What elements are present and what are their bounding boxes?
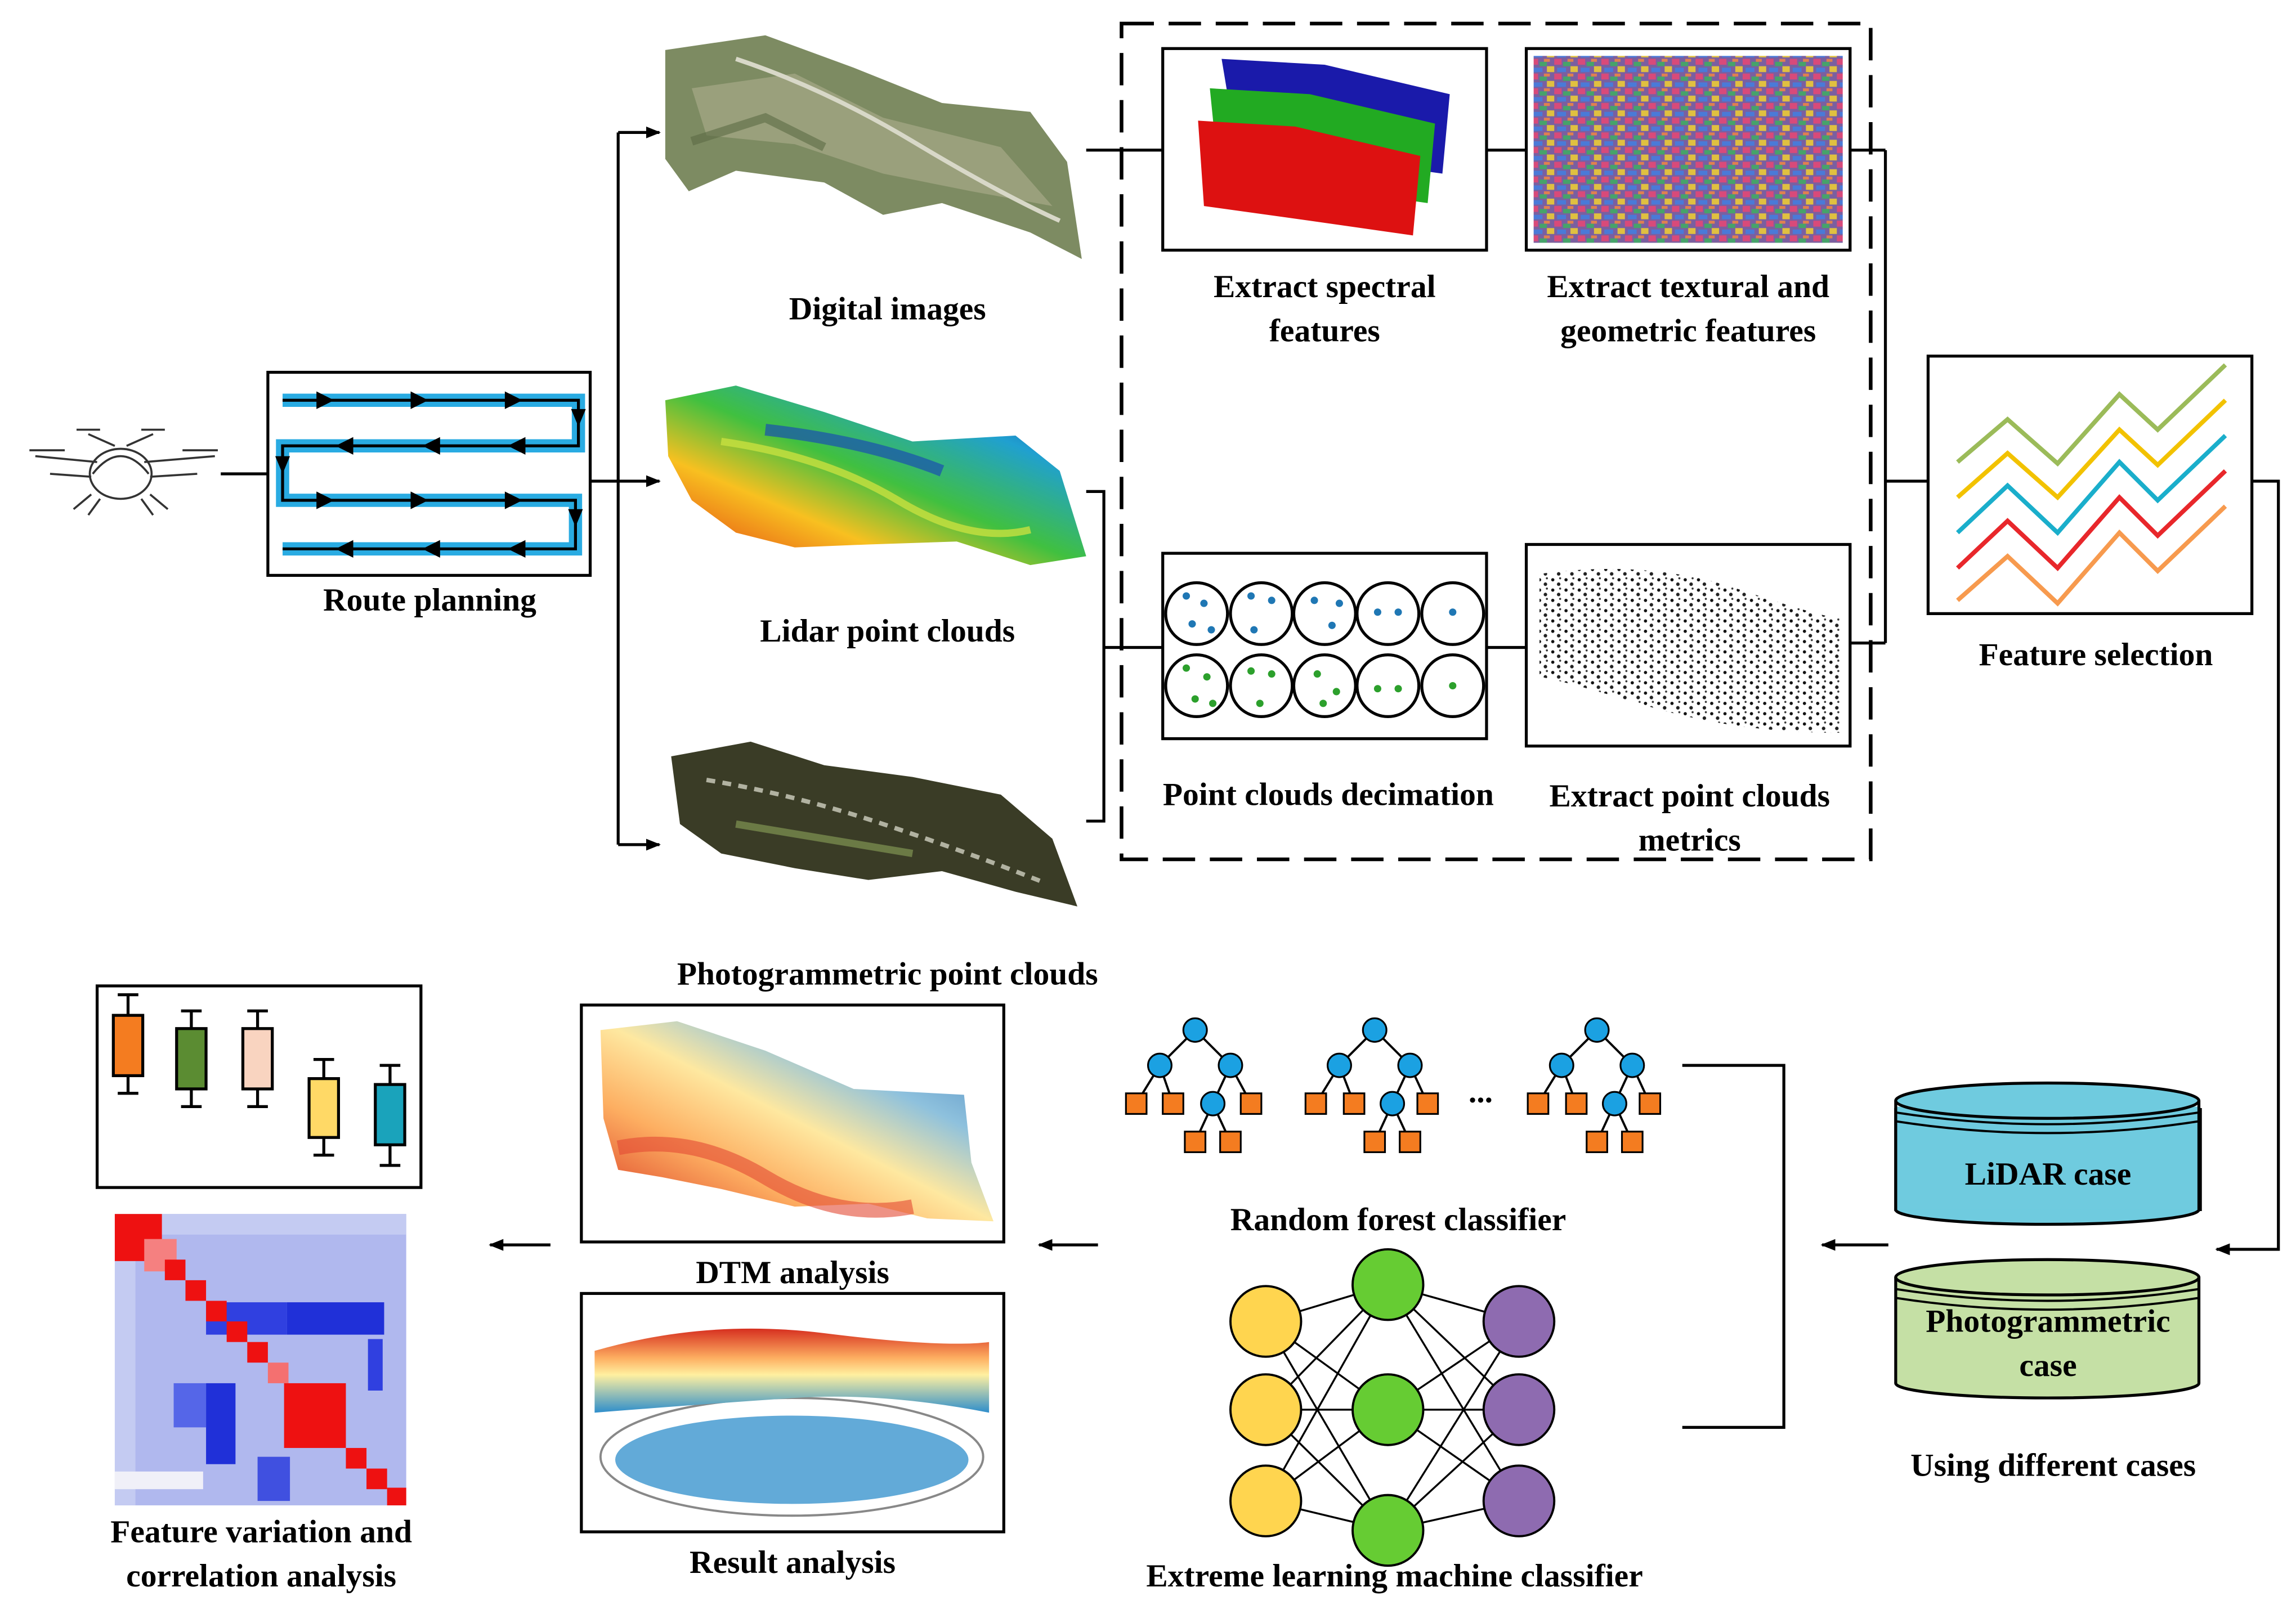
extract-point-metrics-line2: metrics (1638, 821, 1741, 858)
photogrammetric-point-clouds-label: Photogrammetric point clouds (677, 955, 1098, 992)
drone-icon (29, 428, 218, 516)
random-forest-label: Random forest classifier (1230, 1200, 1567, 1238)
point-metrics-thumbnail (1539, 569, 1840, 733)
result-point-cloud-ground (615, 1415, 969, 1504)
texture-segmentation-thumbnail (1533, 56, 1843, 243)
digital-images-thumbnail (665, 35, 1082, 259)
elm-classifier-label: Extreme learning machine classifier (1146, 1557, 1643, 1594)
feature-variation-line1: Feature variation and (110, 1513, 413, 1550)
spectral-bands-thumbnail (1198, 59, 1450, 236)
photogrammetric-case-line2: case (2019, 1346, 2077, 1383)
elm-network-icon (1229, 1248, 1556, 1567)
extract-spectral-line2: features (1269, 312, 1380, 349)
boxplot-chart (111, 993, 406, 1167)
extract-textural-line1: Extract textural and (1547, 267, 1829, 305)
photogrammetric-point-cloud-thumbnail (671, 741, 1078, 907)
forest-ellipsis: ... (1468, 1073, 1493, 1110)
decimation-dots-blue (1182, 592, 1457, 634)
feature-variation-line2: correlation analysis (126, 1557, 397, 1594)
result-analysis-label: Result analysis (690, 1543, 896, 1581)
point-clouds-decimation-label: Point clouds decimation (1162, 775, 1494, 813)
dtm-thumbnail (600, 1021, 993, 1222)
feature-selection-box (1926, 355, 2254, 615)
photogrammetric-case-label: Photogrammetric case (1896, 1299, 2200, 1388)
extract-spectral-line1: Extract spectral (1214, 267, 1436, 305)
result-point-cloud-top (594, 1328, 990, 1413)
extract-point-metrics-line1: Extract point clouds (1549, 777, 1830, 814)
dtm-analysis-label: DTM analysis (696, 1253, 889, 1291)
extract-textural-label: Extract textural and geometric features (1511, 265, 1865, 353)
extract-textural-line2: geometric features (1560, 312, 1816, 349)
lidar-case-cylinder (1894, 1081, 2202, 1226)
connector-route-sources (590, 126, 661, 851)
connector-selection-cases (2215, 479, 2280, 1256)
feature-selection-lines (1955, 363, 2227, 607)
lidar-point-clouds-label: Lidar point clouds (760, 612, 1015, 649)
lidar-case-label: LiDAR case (1964, 1155, 2132, 1192)
decimation-dots-green (1182, 664, 1457, 707)
extract-point-metrics-label: Extract point clouds metrics (1516, 774, 1863, 862)
feature-variation-label: Feature variation and correlation analys… (59, 1510, 464, 1598)
extract-spectral-label: Extract spectral features (1148, 265, 1502, 353)
lidar-point-cloud-thumbnail (665, 385, 1086, 566)
decimation-circles (1164, 581, 1485, 719)
correlation-heatmap (114, 1214, 406, 1505)
digital-images-label: Digital images (789, 290, 986, 327)
route-planning-label: Route planning (323, 581, 536, 618)
photogrammetric-case-cylinder (1894, 1258, 2201, 1400)
using-different-cases-label: Using different cases (1910, 1446, 2196, 1483)
random-forest-icon (1125, 1017, 1662, 1153)
bracket-pointclouds (1086, 490, 1106, 823)
photogrammetric-case-line1: Photogrammetric (1926, 1302, 2170, 1339)
feature-selection-label: Feature selection (1979, 635, 2213, 672)
route-path (275, 391, 586, 558)
connector-extraction-selection (1850, 149, 1928, 645)
feature-extraction-region (1120, 21, 1873, 862)
bracket-classifiers (1682, 1064, 1785, 1429)
